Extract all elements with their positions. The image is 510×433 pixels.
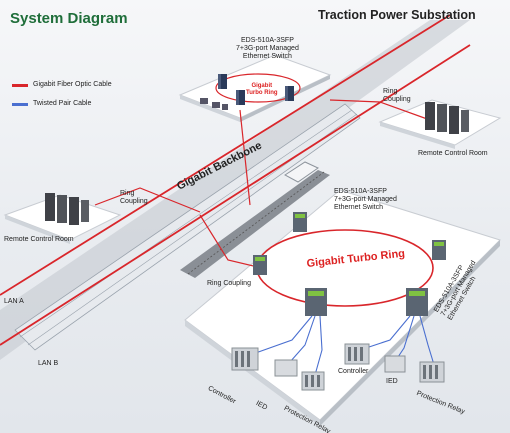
ied-left-device <box>274 359 298 377</box>
protection-relay-left-device <box>301 371 325 391</box>
lan-b-label: LAN B <box>38 360 59 367</box>
railway-track <box>180 170 330 278</box>
legend-twisted-label: Twisted Pair Cable <box>33 100 92 107</box>
ring-coupling-right-label: Ring Coupling <box>383 88 411 103</box>
top-devices <box>200 98 228 110</box>
protection-relay-right-device <box>419 361 445 383</box>
lan-b-fiber <box>0 44 471 346</box>
twisted-pair-left <box>249 315 323 376</box>
ring-coupling-bottom-label: Ring Coupling <box>207 280 251 287</box>
controller-right-label: Controller <box>338 368 369 375</box>
ring-coupling-link-bottom <box>199 214 263 269</box>
top-turbo-ring <box>215 73 301 103</box>
ring-switch-left <box>253 255 267 275</box>
ring-coupling-left-label: Ring Coupling <box>120 190 148 205</box>
ring-coupling-link-right <box>329 99 431 121</box>
top-switch-2 <box>236 90 245 105</box>
remote-room-left-label: Remote Control Room <box>4 236 74 243</box>
legend-fiber-swatch <box>12 84 28 87</box>
server-cabinets-left <box>45 193 89 225</box>
ring-switch-bottom-left <box>305 288 327 316</box>
controller-left-device <box>231 347 259 371</box>
ring-switch-bottom-right <box>406 288 428 316</box>
controller-right-device <box>344 343 370 365</box>
top-ring-label: Gigabit Turbo Ring <box>246 83 278 96</box>
lan-a-label: LAN A <box>4 298 24 305</box>
mid-switch-label: EDS-510A-3SFP 7+3G-port Managed Ethernet… <box>334 188 397 211</box>
ring-switch-right <box>432 240 446 260</box>
legend-fiber-label: Gigabit Fiber Optic Cable <box>33 81 112 88</box>
train <box>14 103 361 351</box>
server-cabinets-right <box>425 102 469 134</box>
diagram-subtitle: Traction Power Substation <box>318 8 476 22</box>
diagram-title: System Diagram <box>10 10 128 27</box>
top-switch-1 <box>218 74 227 89</box>
ring-coupling-link-left <box>94 187 201 213</box>
remote-room-right-label: Remote Control Room <box>418 150 488 157</box>
top-switch-3 <box>285 86 294 101</box>
top-switch-label: EDS-510A-3SFP 7+3G-port Managed Ethernet… <box>236 37 299 60</box>
legend-twisted-swatch <box>12 103 28 106</box>
ied-right-device <box>384 355 406 373</box>
lan-a-fiber <box>0 14 451 296</box>
ied-right-label: IED <box>386 378 398 385</box>
ring-switch-top-left <box>293 212 307 232</box>
